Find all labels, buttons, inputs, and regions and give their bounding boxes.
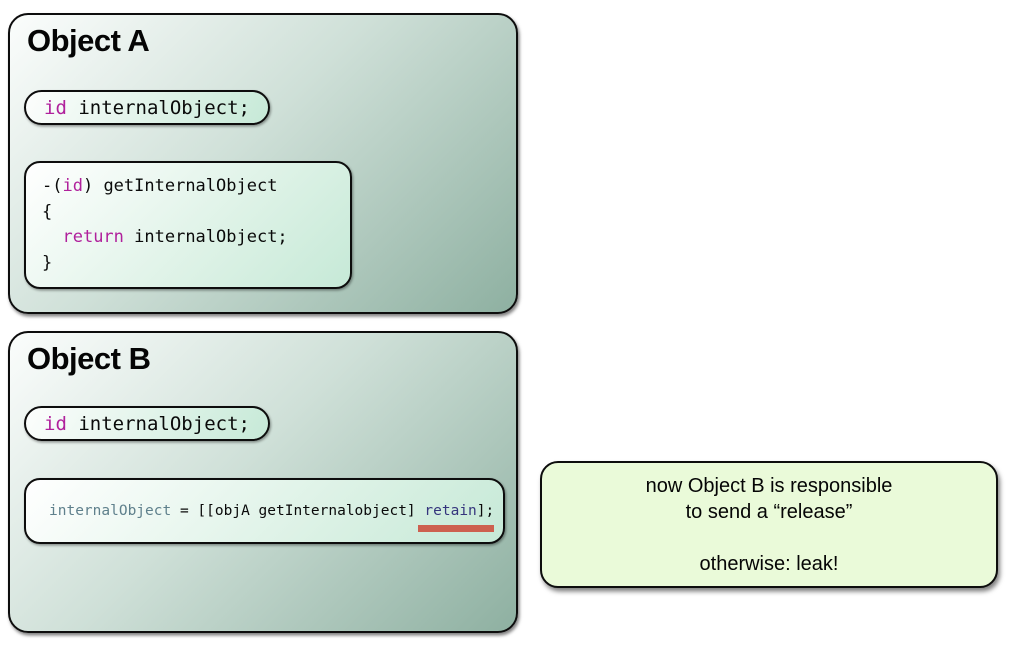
responsibility-note-box: now Object B is responsible to send a “r… bbox=[540, 461, 998, 588]
note-line-responsible: now Object B is responsible bbox=[645, 475, 893, 497]
retain-highlight-underline bbox=[418, 525, 494, 532]
object-a-ivar-declaration: id internalObject; bbox=[24, 90, 270, 125]
object-a-panel: Object A id internalObject; -(id) getInt… bbox=[8, 13, 518, 314]
ivar-name-text: internalObject; bbox=[66, 96, 250, 119]
code-text: = bbox=[171, 503, 198, 519]
retain-keyword: retain bbox=[424, 503, 477, 519]
object-b-ivar-declaration: id internalObject; bbox=[24, 406, 270, 441]
code-line-method-signature: -(id) getInternalObject bbox=[42, 174, 350, 200]
code-line-retain-assignment: internalObject = [[objA getInternalobjec… bbox=[49, 501, 503, 521]
code-line-close-brace: } bbox=[42, 251, 350, 277]
code-text: -( bbox=[42, 176, 63, 196]
return-keyword: return bbox=[62, 227, 124, 247]
code-text: internalObject; bbox=[123, 227, 288, 247]
code-text: { bbox=[42, 201, 53, 222]
object-b-panel: Object B id internalObject; internalObje… bbox=[8, 331, 518, 633]
id-keyword: id bbox=[62, 176, 83, 196]
ivar-name-text: internalObject; bbox=[66, 412, 250, 435]
code-text: ) getInternalObject bbox=[82, 176, 278, 196]
code-text bbox=[42, 227, 62, 247]
object-b-assignment-box: internalObject = [[objA getInternalobjec… bbox=[24, 478, 505, 544]
object-a-title: Object A bbox=[27, 23, 150, 58]
id-keyword: id bbox=[44, 96, 67, 119]
code-text: } bbox=[42, 252, 53, 273]
code-line-open-brace: { bbox=[42, 200, 350, 226]
code-text: [[objA getInternalobject] bbox=[197, 503, 425, 519]
assignment-lhs: internalObject bbox=[49, 503, 172, 519]
object-a-getter-method-box: -(id) getInternalObject { return interna… bbox=[24, 161, 352, 289]
note-line-leak-warning: otherwise: leak! bbox=[699, 553, 839, 575]
note-line-release: to send a “release” bbox=[685, 501, 853, 523]
code-text: ]; bbox=[476, 503, 495, 519]
code-line-return-statement: return internalObject; bbox=[42, 225, 350, 251]
object-b-title: Object B bbox=[27, 341, 151, 376]
id-keyword: id bbox=[44, 412, 67, 435]
